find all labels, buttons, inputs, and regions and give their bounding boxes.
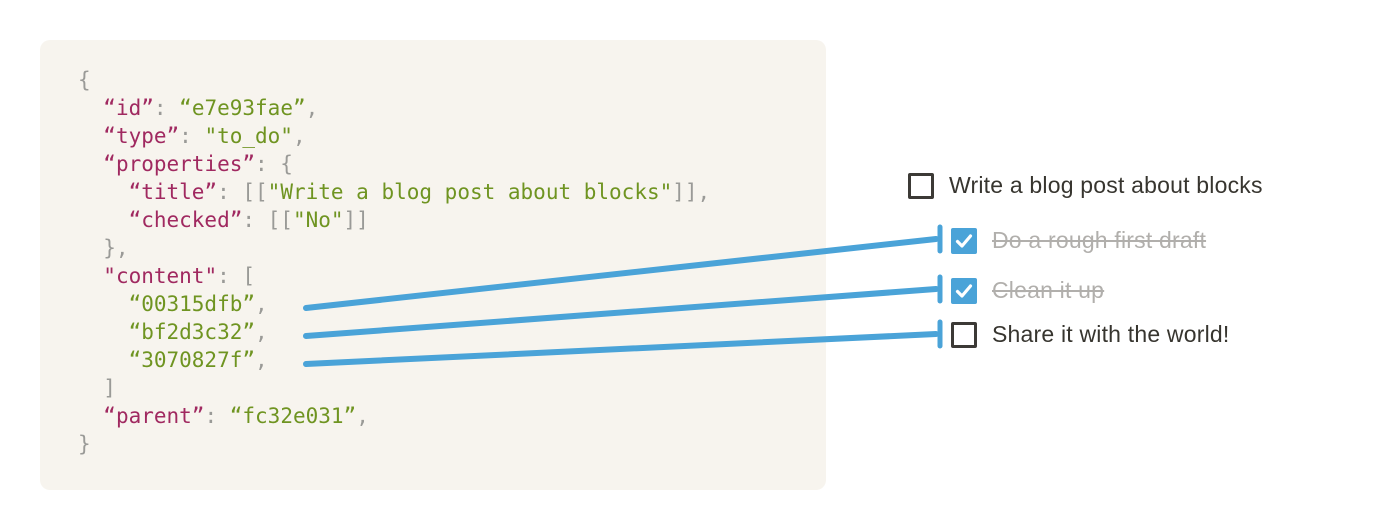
code-line: } — [78, 432, 91, 456]
todo-item-child-1: Do a rough first draft — [951, 227, 1206, 254]
code-line: “00315dfb”, — [128, 292, 268, 316]
code-line: ] — [78, 376, 116, 400]
code-line: “type”: "to_do", — [103, 124, 306, 148]
code-line: { — [78, 68, 91, 92]
todo-checkbox-checked[interactable] — [951, 277, 977, 304]
code-line: “title”: [["Write a blog post about bloc… — [128, 180, 711, 204]
code-line: “properties”: { — [103, 152, 293, 176]
code-line: “checked”: [["No"]] — [128, 208, 369, 232]
checkmark-icon — [955, 233, 973, 248]
code-line: “id”: “e7e93fae”, — [103, 96, 319, 120]
todo-checkbox-checked[interactable] — [951, 227, 977, 254]
code-line: }, — [78, 236, 129, 260]
code-line: "content": [ — [103, 264, 256, 288]
code-line: “3070827f”, — [128, 348, 268, 372]
todo-label: Share it with the world! — [992, 321, 1230, 347]
todo-label: Clean it up — [992, 277, 1105, 303]
todo-item-parent: Write a blog post about blocks — [908, 172, 1263, 199]
code-line: “parent”: “fc32e031”, — [103, 404, 369, 428]
todo-checkbox-unchecked[interactable] — [951, 321, 977, 348]
todo-item-child-2: Clean it up — [951, 277, 1104, 304]
json-code-block: { “id”: “e7e93fae”, “type”: "to_do", “pr… — [40, 40, 826, 490]
todo-label: Do a rough first draft — [992, 227, 1207, 253]
todo-item-child-3: Share it with the world! — [951, 321, 1229, 348]
code-content: { “id”: “e7e93fae”, “type”: "to_do", “pr… — [78, 66, 826, 458]
checkmark-icon — [955, 283, 973, 298]
code-line: “bf2d3c32”, — [128, 320, 268, 344]
todo-checkbox-unchecked[interactable] — [908, 172, 934, 199]
todo-label: Write a blog post about blocks — [949, 172, 1263, 198]
